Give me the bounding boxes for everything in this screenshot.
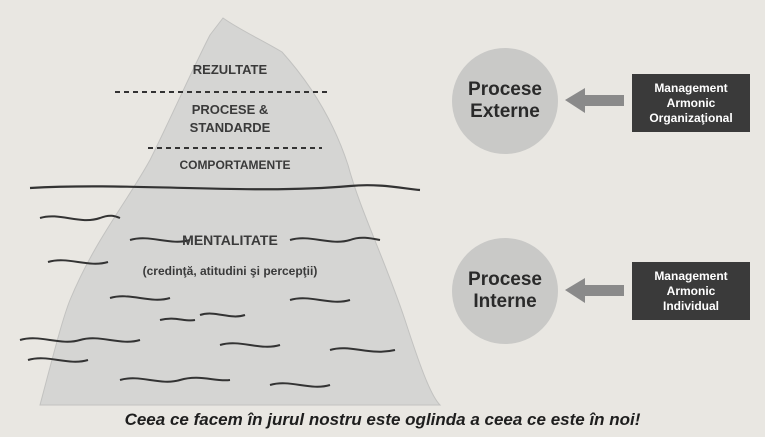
waves — [19, 214, 396, 388]
box-ind-line3: Individual — [662, 298, 719, 313]
box-org-line1: Management — [654, 80, 728, 95]
circle-interne-line2: Interne — [473, 291, 537, 312]
circle-procese-externe: Procese Externe — [452, 48, 558, 154]
circle-externe-line2: Externe — [470, 101, 540, 122]
arrow-external — [565, 88, 624, 113]
box-management-individual: Management Armonic Individual — [632, 262, 750, 320]
level-procese: PROCESE & STANDARDE — [160, 101, 300, 137]
circle-interne-line1: Procese — [468, 269, 542, 290]
level-mentalitate-text: MENTALITATE — [182, 232, 278, 248]
water-line — [29, 184, 421, 192]
box-org-line2: Armonic — [666, 95, 716, 110]
box-management-organizational: Management Armonic Organizaţional — [632, 74, 750, 132]
circle-procese-interne: Procese Interne — [452, 238, 558, 344]
level-mentalitate-detail-text: (credinţă, atitudini şi percepţii) — [142, 264, 318, 278]
box-ind-line2: Armonic — [666, 283, 716, 298]
level-mentalitate-detail: (credinţă, atitudini şi percepţii) — [110, 264, 350, 278]
level-rezultate: REZULTATE — [160, 62, 300, 77]
level-procese-line2: STANDARDE — [189, 120, 271, 135]
level-comportamente-text: COMPORTAMENTE — [179, 158, 291, 172]
level-comportamente: COMPORTAMENTE — [150, 158, 320, 172]
caption: Ceea ce facem în jurul nostru este oglin… — [0, 410, 765, 430]
circle-externe-line1: Procese — [468, 79, 542, 100]
arrow-internal — [565, 278, 624, 303]
box-org-line3: Organizaţional — [649, 110, 733, 125]
box-ind-line1: Management — [654, 268, 728, 283]
caption-text: Ceea ce facem în jurul nostru este oglin… — [124, 410, 641, 429]
level-rezultate-text: REZULTATE — [192, 62, 268, 77]
iceberg-shape — [39, 17, 442, 406]
level-procese-line1: PROCESE & — [191, 102, 269, 117]
level-mentalitate: MENTALITATE — [150, 232, 310, 248]
